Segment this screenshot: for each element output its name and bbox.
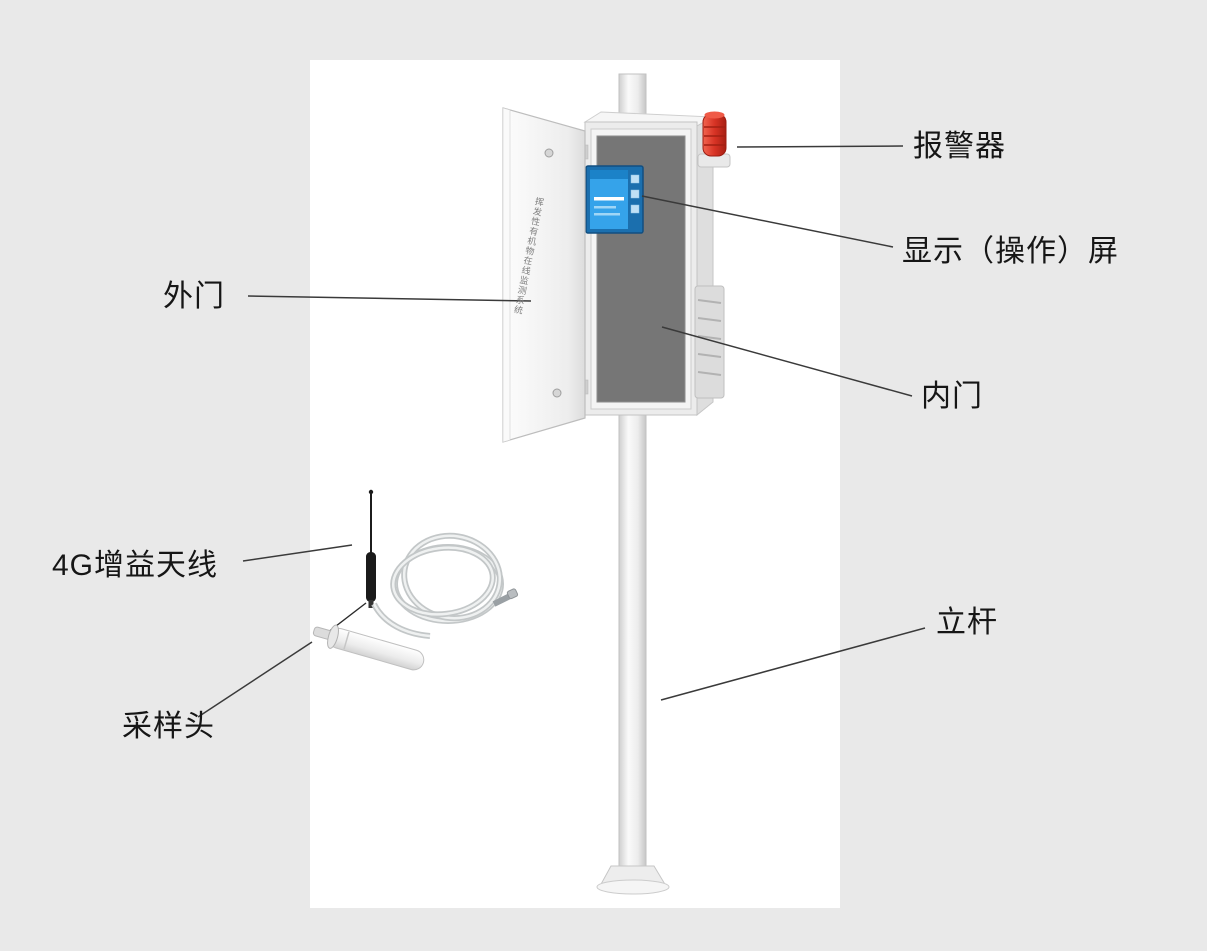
callout-line-inner-door <box>661 326 913 397</box>
callout-label-pole: 立杆 <box>936 606 998 639</box>
callout-label-inner-door: 内门 <box>921 380 983 413</box>
alarm-beacon <box>697 111 731 168</box>
display-screen <box>585 165 644 234</box>
callout-label-display-screen: 显示（操作）屏 <box>902 235 1119 268</box>
door-screw-bottom <box>552 388 562 398</box>
callout-line-alarm <box>736 145 904 148</box>
callout-line-display-screen <box>641 195 894 248</box>
door-screw-top <box>544 148 554 158</box>
outer-door <box>502 107 586 443</box>
antenna-4g <box>322 489 519 639</box>
callout-label-outer-door: 外门 <box>163 280 225 313</box>
callout-label-antenna-4g: 4G增益天线 <box>52 549 219 582</box>
cable-connector <box>506 588 519 600</box>
sampling-head <box>312 624 425 671</box>
callout-line-antenna <box>242 544 353 562</box>
callout-line-sampling-head <box>197 641 313 718</box>
vent-compartment <box>694 285 725 399</box>
callout-line-outer-door <box>247 295 532 302</box>
callout-lines <box>197 145 926 718</box>
screen-side-buttons <box>630 174 640 214</box>
coiled-cable <box>371 532 519 639</box>
callout-line-pole <box>660 627 926 701</box>
callout-label-sampling-head: 采样头 <box>122 710 215 743</box>
callout-label-alarm: 报警器 <box>913 130 1006 163</box>
